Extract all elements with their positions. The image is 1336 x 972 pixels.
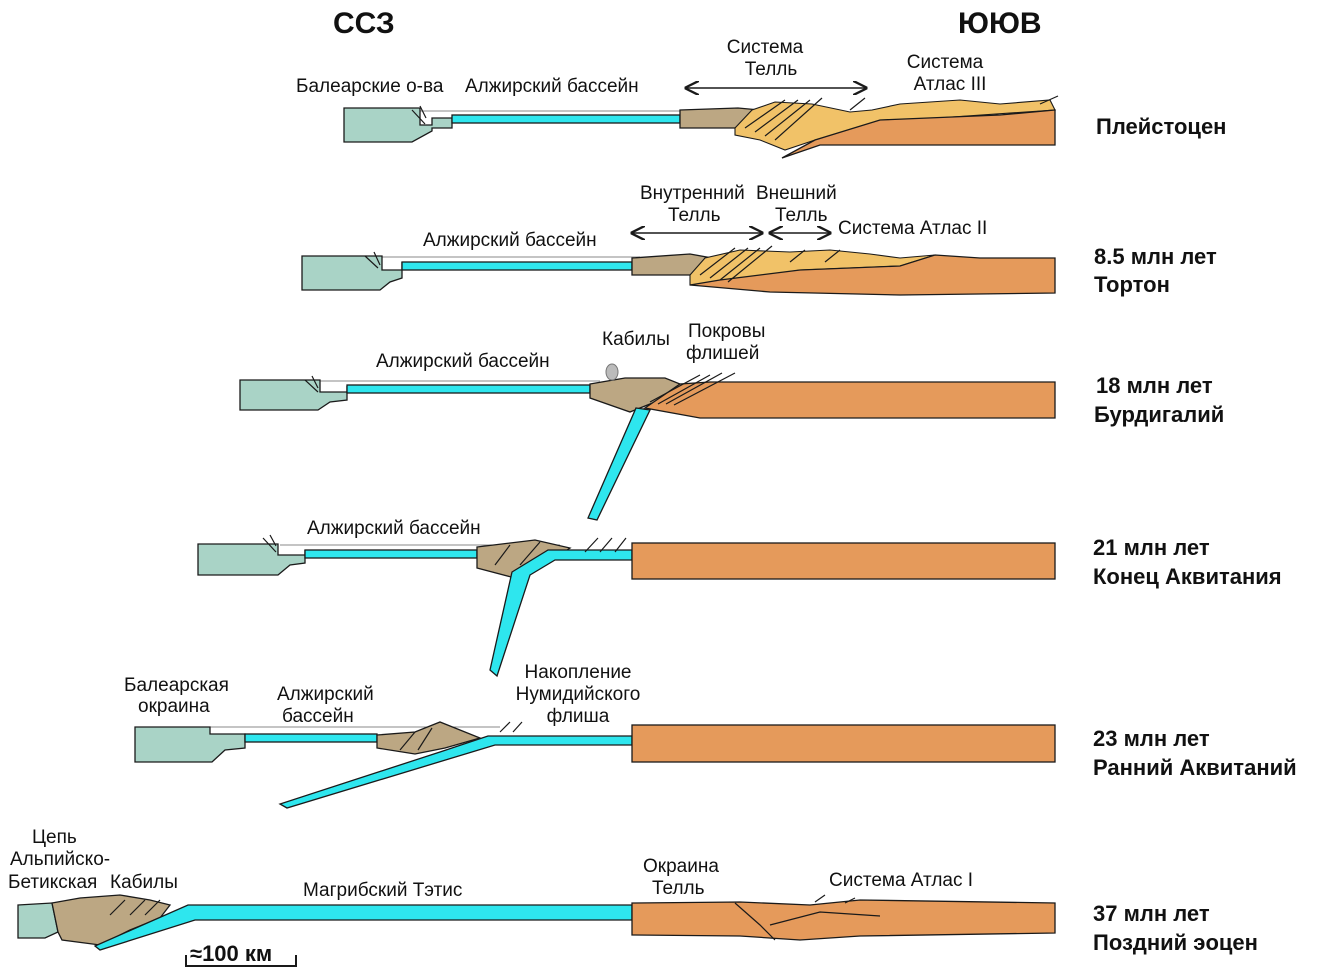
normal-fault (364, 251, 381, 269)
label-atlas-2: Система Атлас II (838, 218, 987, 239)
normal-fault (262, 534, 277, 553)
stage-burdigalian: Алжирский бассейн Кабилы Покровы флишей … (239, 321, 1224, 521)
subducting-slab (489, 549, 633, 678)
stage-age: 21 млн лет (1093, 535, 1210, 560)
oceanic-crust (244, 733, 378, 743)
scale-bar-line (185, 955, 297, 967)
stage-age: 37 млн лет (1093, 901, 1210, 926)
label-kabyles: Кабилы (602, 329, 670, 350)
stage-late-eocene: Цепь Альпийско- Бетикская Кабилы Магрибс… (8, 827, 1258, 955)
label-tell-system-2: Телль (745, 59, 798, 80)
label-chain-3: Бетикская (8, 872, 97, 893)
label-numidian-1: Накопление (525, 662, 632, 683)
label-outer-tell-1: Внешний (756, 183, 837, 204)
stage-age: 23 млн лет (1093, 726, 1210, 751)
label-kabyles: Кабилы (110, 872, 178, 893)
thrust-faults (699, 245, 841, 283)
label-inner-tell-1: Внутренний (640, 183, 745, 204)
label-atlas-3-2: Атлас III (914, 74, 987, 95)
label-numidian-2: Нумидийского (516, 684, 641, 705)
thrust-faults (744, 95, 1059, 141)
stage-period: Бурдигалий (1094, 402, 1224, 427)
label-atlas-3-1: Система (907, 52, 984, 73)
balearic-margin (343, 107, 453, 143)
label-chain-2: Альпийско- (10, 849, 110, 870)
label-tell-system-1: Система (727, 37, 804, 58)
stage-end-aquitanian: Алжирский бассейн 21 млн лет Конец Аквит… (197, 518, 1282, 678)
direction-sse-label: ЮЮВ (958, 7, 1042, 40)
stage-age: 18 млн лет (1096, 373, 1213, 398)
label-flysch-2: флишей (686, 343, 759, 364)
label-balearic-margin-1: Балеарская (124, 675, 229, 696)
oceanic-crust (93, 904, 633, 951)
label-algerian-basin: Алжирский бассейн (465, 76, 639, 97)
oceanic-crust (451, 114, 681, 124)
label-algerian-basin: Алжирский бассейн (423, 230, 597, 251)
oceanic-crust (346, 384, 591, 394)
balearic-margin (134, 726, 246, 763)
direction-nnw-label: ССЗ (333, 7, 395, 40)
atlas-faults (734, 894, 881, 941)
stage-period: Конец Аквитания (1093, 564, 1282, 589)
label-atlas-1: Система Атлас I (829, 870, 973, 891)
oceanic-crust (401, 261, 633, 271)
african-margin (689, 254, 1056, 296)
normal-fault (411, 105, 427, 125)
thrust-faults (399, 721, 523, 751)
subducting-slab (587, 407, 651, 521)
african-margin (631, 899, 1056, 941)
african-margin (781, 109, 1056, 159)
stage-early-aquitanian: Балеарская окраина Алжирский бассейн Нак… (124, 662, 1297, 809)
label-balearic-margin-2: окраина (138, 696, 210, 717)
iberian-margin (17, 902, 59, 939)
african-margin (631, 724, 1056, 763)
label-inner-tell-2: Телль (668, 205, 721, 226)
label-algerian-basin-1: Алжирский (277, 684, 374, 705)
label-outer-tell-2: Телль (775, 205, 828, 226)
label-numidian-3: флиша (547, 706, 610, 727)
stage-period: Поздний эоцен (1093, 930, 1258, 955)
subducting-slab (278, 735, 633, 809)
stage-period: Тортон (1094, 272, 1170, 297)
stage-age: 8.5 млн лет (1094, 244, 1217, 269)
label-tell-margin-1: Окраина (643, 856, 719, 877)
tell-nappes (734, 99, 1056, 151)
label-algerian-basin: Алжирский бассейн (376, 351, 550, 372)
label-tell-margin-2: Телль (652, 878, 705, 899)
balearic-margin (239, 379, 348, 411)
label-chain-1: Цепь (32, 827, 77, 848)
thrust-faults (649, 372, 736, 406)
thrust-faults (109, 899, 161, 916)
balearic-margin (301, 255, 403, 291)
label-flysch-1: Покровы (688, 321, 765, 342)
label-baleares: Балеарские о-ва (296, 76, 444, 97)
balearic-margin (197, 543, 306, 576)
stage-age: Плейстоцен (1096, 114, 1226, 139)
stage-tortonian: Алжирский бассейн Внутренний Телль Внешн… (301, 183, 1217, 297)
alpine-betic-chain (51, 894, 172, 946)
label-algerian-basin: Алжирский бассейн (307, 518, 481, 539)
stage-period: Ранний Аквитаний (1093, 755, 1297, 780)
scale-bar-label: ≈100 км (190, 941, 272, 966)
thrust-faults (494, 537, 627, 566)
scale-bar: ≈100 км (185, 941, 297, 967)
volcano-marker (605, 363, 619, 381)
label-maghrebian-tethys: Магрибский Тэтис (303, 880, 462, 901)
african-margin (631, 542, 1056, 580)
african-margin (643, 381, 1056, 419)
normal-fault (304, 375, 319, 393)
oceanic-crust (304, 549, 478, 559)
label-algerian-basin-2: бассейн (282, 706, 354, 727)
stage-pleistocene: Балеарские о-ва Алжирский бассейн Систем… (296, 37, 1226, 159)
